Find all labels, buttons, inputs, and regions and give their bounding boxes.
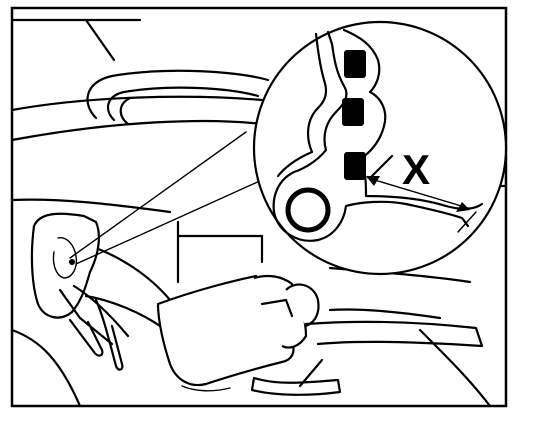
callout-leader-lines [69,131,263,265]
magnified-detail-callout: X [252,20,508,276]
vehicle-interior-background [10,18,508,408]
dimension-x-label: X [402,146,430,193]
seat-belt-webbing [30,212,162,371]
anchor-pin [285,187,331,233]
dimension-x-indicator: X [366,146,470,212]
clip-spacer-middle [342,98,364,126]
clip-spacer-lower [344,152,366,180]
belt-buckle-assembly [156,274,484,396]
clip-spacer-upper [344,50,366,78]
